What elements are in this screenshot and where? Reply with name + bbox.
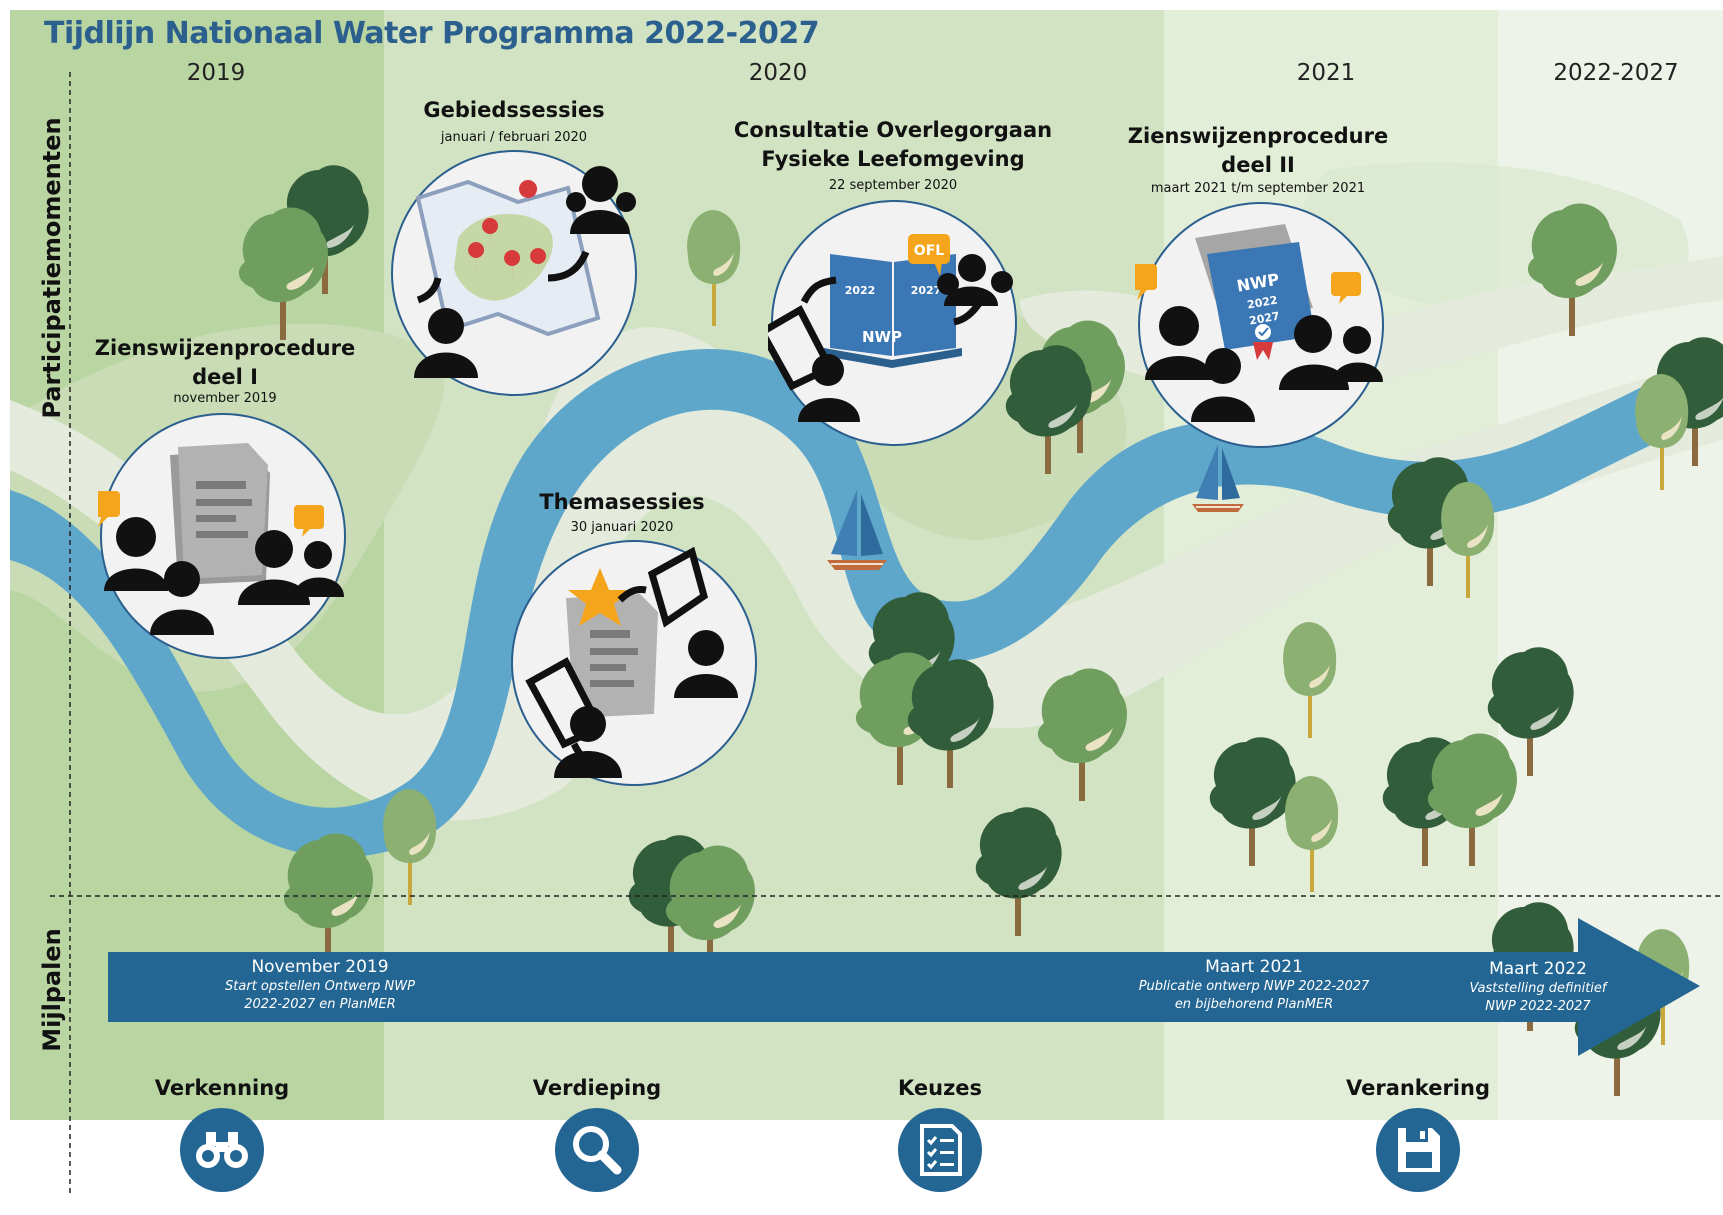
event-date-consultatie: 22 september 2020 — [828, 178, 958, 193]
checklist-icon — [898, 1108, 982, 1192]
speech-bubble-icon: OFL — [908, 234, 950, 276]
people-icon — [1145, 306, 1383, 422]
event-circle-zienswijzen-1 — [98, 413, 346, 659]
svg-text:2027: 2027 — [1248, 309, 1280, 327]
svg-text:2022: 2022 — [845, 284, 876, 297]
arrow-icon — [547, 250, 590, 282]
speech-bubble-icon — [1135, 264, 1157, 300]
event-title-zienswijzen-2: Zienswijzenprocedure deel II — [1127, 124, 1389, 177]
side-label-participatiemomenten: Participatiemomenten — [38, 117, 66, 419]
star-icon — [568, 568, 632, 626]
event-circle-gebiedssessies — [391, 150, 637, 396]
event-circle-zienswijzen-2: NWP 2022 2027 — [1135, 202, 1384, 448]
phase-label-verankering: Verankering — [1345, 1076, 1490, 1100]
phase-label-verkenning: Verkenning — [154, 1076, 290, 1100]
arrow-icon — [416, 277, 442, 304]
people-icon — [554, 630, 738, 778]
year-label-2021: 2021 — [1296, 60, 1356, 86]
magnifier-icon — [555, 1108, 639, 1192]
milestone-november-2019: November 2019 Start opstellen Ontwerp NW… — [225, 957, 415, 1012]
svg-text:NWP: NWP — [862, 328, 902, 346]
year-label-2020: 2020 — [748, 60, 808, 86]
event-date-zienswijzen-2: maart 2021 t/m september 2021 — [1150, 181, 1366, 196]
side-label-mijlpalen: Mijlpalen — [38, 928, 66, 1052]
svg-text:2022: 2022 — [1246, 293, 1278, 311]
binoculars-icon — [180, 1108, 264, 1192]
event-circle-themasessies — [511, 540, 757, 786]
milestone-maart-2022: Maart 2022 Vaststelling definitief NWP 2… — [1469, 959, 1607, 1014]
document-outline-icon — [647, 546, 709, 628]
event-date-gebiedssessies: januari / februari 2020 — [440, 130, 588, 145]
book-icon: NWP 2022 2027 — [1207, 242, 1315, 360]
map-pin-icon — [468, 180, 547, 284]
phase-label-verdieping: Verdieping — [532, 1076, 662, 1100]
event-date-zienswijzen-1: november 2019 — [173, 391, 277, 406]
event-title-themasessies: Themasessies — [539, 490, 705, 514]
speech-bubble-icon — [1331, 272, 1361, 304]
phase-label-keuzes: Keuzes — [897, 1076, 983, 1100]
event-circle-consultatie: 2022 2027 NWP OFL — [768, 200, 1017, 446]
document-icon — [566, 594, 658, 718]
year-label-2019: 2019 — [186, 60, 246, 86]
speech-bubble-icon — [294, 505, 324, 537]
arrow-icon — [800, 276, 837, 304]
event-date-themasessies: 30 januari 2020 — [570, 520, 674, 535]
event-title-gebiedssessies: Gebiedssessies — [423, 98, 605, 122]
svg-text:2027: 2027 — [911, 284, 942, 297]
document-icon — [170, 443, 270, 585]
people-icon — [414, 166, 636, 378]
page-title: Tijdlijn Nationaal Water Programma 2022-… — [44, 16, 820, 51]
save-disk-icon — [1376, 1108, 1460, 1192]
milestone-maart-2021: Maart 2021 Publicatie ontwerp NWP 2022-2… — [1138, 957, 1370, 1012]
event-title-zienswijzen-1: Zienswijzenprocedure deel I — [94, 336, 356, 389]
year-label-2022-2027: 2022-2027 — [1553, 60, 1679, 86]
arrow-icon — [617, 586, 647, 603]
people-icon — [798, 254, 1013, 422]
svg-text:OFL: OFL — [914, 243, 944, 259]
people-icon — [104, 517, 344, 635]
event-title-consultatie: Consultatie Overlegorgaan Fysieke Leefom… — [733, 118, 1053, 171]
speech-bubble-icon — [98, 491, 120, 527]
